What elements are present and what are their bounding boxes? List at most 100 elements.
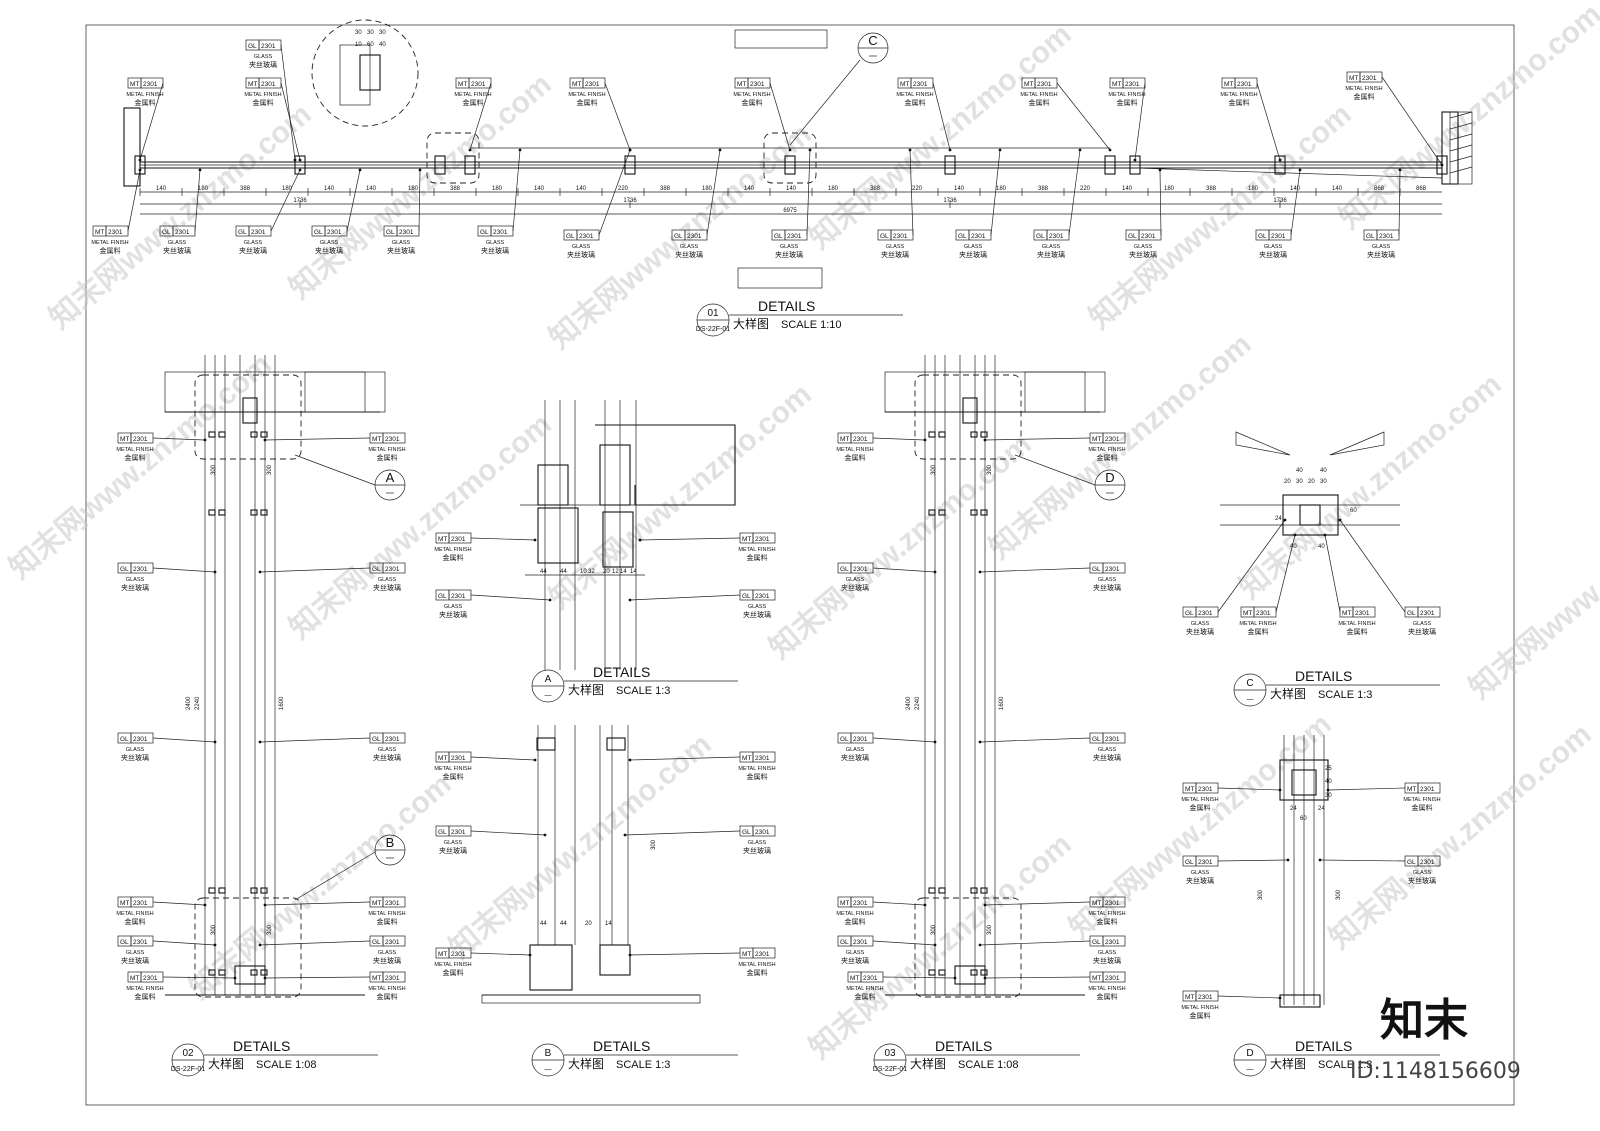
tag-code: MT xyxy=(1243,610,1252,617)
track-housing xyxy=(595,424,736,506)
detail-bubble: A xyxy=(374,469,406,501)
leader-dot xyxy=(628,758,632,762)
tag-cn: 金属料 xyxy=(905,98,926,107)
bubble-letter: A xyxy=(386,470,395,485)
tag-num: 2301 xyxy=(1049,233,1064,240)
tag-en: METAL FINISH xyxy=(1220,92,1257,98)
tag-cn: 夹丝玻璃 xyxy=(1093,583,1121,592)
joint-mark xyxy=(260,509,268,516)
tag-num-box xyxy=(382,562,406,574)
leader-line xyxy=(1256,82,1281,161)
tag-cn: 夹丝玻璃 xyxy=(439,610,467,619)
tag-code: MT xyxy=(850,975,859,982)
leader-line xyxy=(1275,534,1296,613)
watermark-text: 知末网www.znzmo.com xyxy=(803,18,1077,256)
bottom-profile xyxy=(1279,994,1321,1008)
leader-dot xyxy=(1338,518,1342,522)
tag-cn: 夹丝玻璃 xyxy=(1408,627,1436,636)
title-number: 03 xyxy=(884,1048,896,1059)
tag-num-box xyxy=(752,751,776,763)
leader-line xyxy=(139,82,164,161)
plan-joint xyxy=(1104,155,1116,175)
leader-dot xyxy=(1293,533,1297,537)
tag-cn: 夹丝玻璃 xyxy=(1408,876,1436,885)
joint-mark xyxy=(260,969,268,976)
title-cn: 大样图 xyxy=(568,682,604,697)
tag-num: 2301 xyxy=(327,229,342,236)
watermark-text: 知末网www.znzmo.com xyxy=(3,348,277,586)
title-cn: 大样图 xyxy=(910,1056,946,1071)
leader-dot xyxy=(138,158,142,162)
title-ref: — xyxy=(1247,696,1254,703)
dim-value: 1736 xyxy=(1273,198,1287,204)
wall-hatch xyxy=(1449,144,1473,152)
tag-cn: 夹丝玻璃 xyxy=(775,250,803,259)
tag-code: MT xyxy=(737,81,746,88)
tag-en: GLASS xyxy=(1098,577,1117,583)
tag-code: MT xyxy=(438,755,447,762)
tag-cn: 夹丝玻璃 xyxy=(841,956,869,965)
leader-line xyxy=(346,169,361,232)
enlarged-dim: 10 xyxy=(355,42,362,48)
tag-en: METAL FINISH xyxy=(1345,86,1382,92)
leader-line xyxy=(127,169,141,232)
tag-num: 2301 xyxy=(1105,736,1120,743)
bubble-letter: D xyxy=(1105,470,1114,485)
wall-hatch xyxy=(1449,111,1473,119)
tag-en: GLASS xyxy=(1413,870,1432,876)
tag-num: 2301 xyxy=(579,233,594,240)
joint-mark xyxy=(250,431,258,438)
tag-cn: 金属料 xyxy=(443,772,464,781)
tag-num: 2301 xyxy=(1198,859,1213,866)
tag-code: GL xyxy=(386,229,395,236)
tag-en: METAL FINISH xyxy=(1020,92,1057,98)
detail-bubble: D xyxy=(1094,469,1126,501)
joint-mark xyxy=(970,509,978,516)
tag-code: GL xyxy=(1036,233,1045,240)
enlarged-profile xyxy=(339,44,371,106)
tag-cn: 夹丝玻璃 xyxy=(1093,753,1121,762)
enlarged-dim: 30 xyxy=(367,30,374,36)
tag-cn: 金属料 xyxy=(577,98,598,107)
leader-line xyxy=(769,82,791,151)
leader-dot xyxy=(933,570,937,574)
joint-mark xyxy=(938,509,946,516)
leader-line xyxy=(979,737,1091,743)
leader-line xyxy=(1056,82,1111,151)
top-clip xyxy=(606,737,626,751)
tag-cn: 金属料 xyxy=(463,98,484,107)
leader-line xyxy=(1134,82,1146,161)
leader-dot xyxy=(533,538,537,542)
tag-en: METAL FINISH xyxy=(1239,621,1276,627)
tag-cn: 金属料 xyxy=(135,98,156,107)
plan-joint xyxy=(134,155,146,175)
joint-mark xyxy=(208,887,216,894)
ceiling-recess xyxy=(304,371,386,413)
dim-height: 300 xyxy=(267,464,273,475)
tag-en: METAL FINISH xyxy=(1403,797,1440,803)
leader-dot xyxy=(628,598,632,602)
tag-num: 2301 xyxy=(1355,610,1370,617)
dim-value: 10 xyxy=(580,569,587,575)
tag-code: MT xyxy=(372,900,381,907)
callout-box-bottom xyxy=(194,897,302,998)
tag-cn: 金属料 xyxy=(1190,1011,1211,1020)
tag-num: 2301 xyxy=(585,81,600,88)
callout-box-top xyxy=(194,374,302,460)
